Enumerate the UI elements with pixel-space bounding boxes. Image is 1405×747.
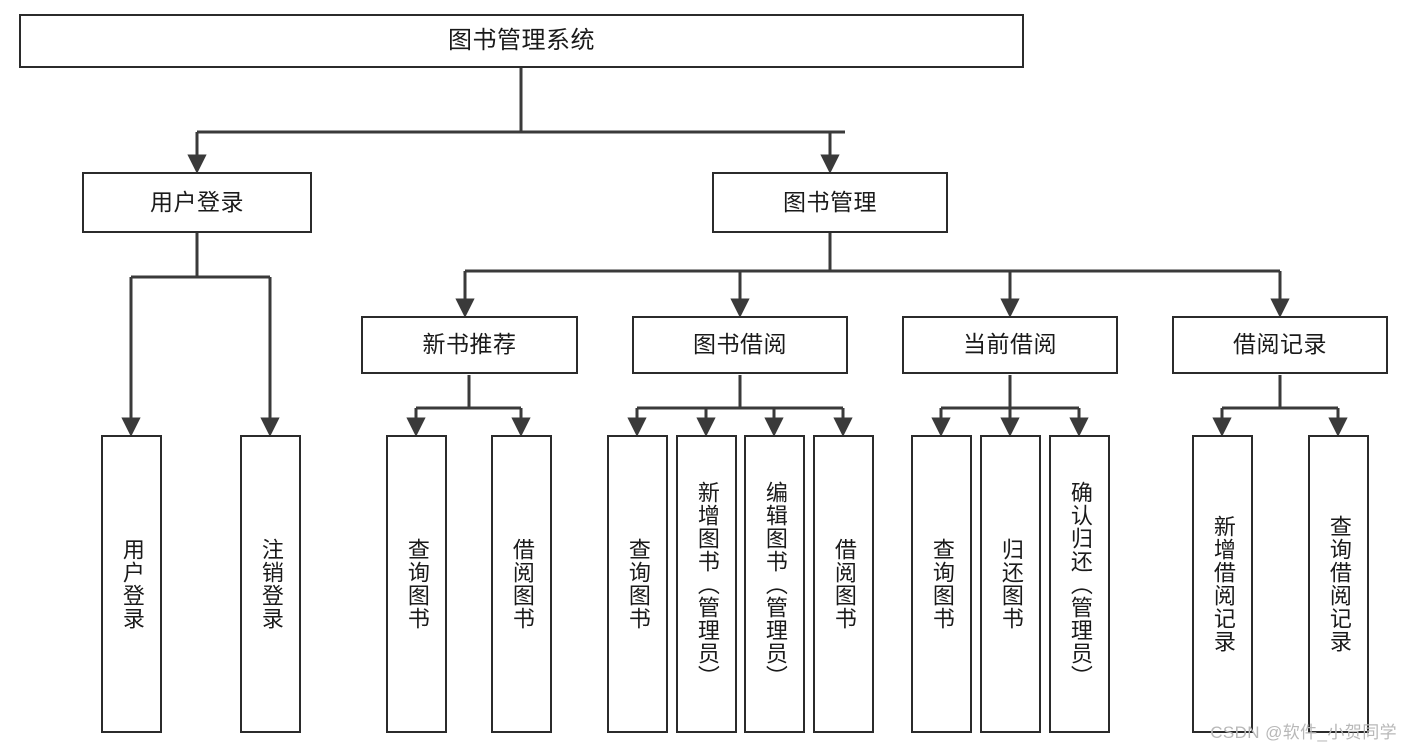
node-label: 查询图书 [625,538,651,630]
leaf-borrow-add-book-admin[interactable]: 新增图书（管理员） [676,435,737,733]
node-root-system[interactable]: 图书管理系统 [19,14,1024,68]
node-label: 归还图书 [998,538,1024,630]
leaf-user-logout[interactable]: 注销登录 [240,435,301,733]
leaf-current-return-book[interactable]: 归还图书 [980,435,1041,733]
node-label: 借阅记录 [1233,331,1327,358]
node-label: 查询图书 [929,538,955,630]
node-label: 图书借阅 [693,331,787,358]
node-label: 借阅图书 [509,538,535,630]
leaf-borrow-borrow-book[interactable]: 借阅图书 [813,435,874,733]
node-label: 借阅图书 [831,538,857,630]
leaf-current-query-book[interactable]: 查询图书 [911,435,972,733]
leaf-record-add[interactable]: 新增借阅记录 [1192,435,1253,733]
node-label: 编辑图书（管理员） [762,480,788,688]
node-label: 图书管理 [783,188,877,215]
node-user-login[interactable]: 用户登录 [82,172,312,233]
leaf-new-book-borrow[interactable]: 借阅图书 [491,435,552,733]
node-borrow-record[interactable]: 借阅记录 [1172,316,1388,374]
leaf-new-book-query[interactable]: 查询图书 [386,435,447,733]
node-label: 查询借阅记录 [1326,515,1352,653]
watermark-text: CSDN @软件_小贺同学 [1210,723,1397,742]
leaf-user-login[interactable]: 用户登录 [101,435,162,733]
leaf-borrow-edit-book-admin[interactable]: 编辑图书（管理员） [744,435,805,733]
leaf-current-confirm-return-admin[interactable]: 确认归还（管理员） [1049,435,1110,733]
node-label: 查询图书 [404,538,430,630]
node-label: 用户登录 [150,188,244,215]
node-book-borrow[interactable]: 图书借阅 [632,316,848,374]
node-label: 注销登录 [258,538,284,630]
node-label: 当前借阅 [963,331,1057,358]
node-label: 用户登录 [119,538,145,630]
leaf-record-query[interactable]: 查询借阅记录 [1308,435,1369,733]
node-label: 图书管理系统 [448,26,595,54]
node-label: 新书推荐 [422,331,517,358]
node-label: 新增借阅记录 [1210,515,1236,653]
node-label: 新增图书（管理员） [694,480,720,688]
leaf-borrow-query-book[interactable]: 查询图书 [607,435,668,733]
node-current-borrow[interactable]: 当前借阅 [902,316,1118,374]
node-book-management[interactable]: 图书管理 [712,172,948,233]
node-new-book-recommend[interactable]: 新书推荐 [361,316,578,374]
node-label: 确认归还（管理员） [1067,480,1093,688]
